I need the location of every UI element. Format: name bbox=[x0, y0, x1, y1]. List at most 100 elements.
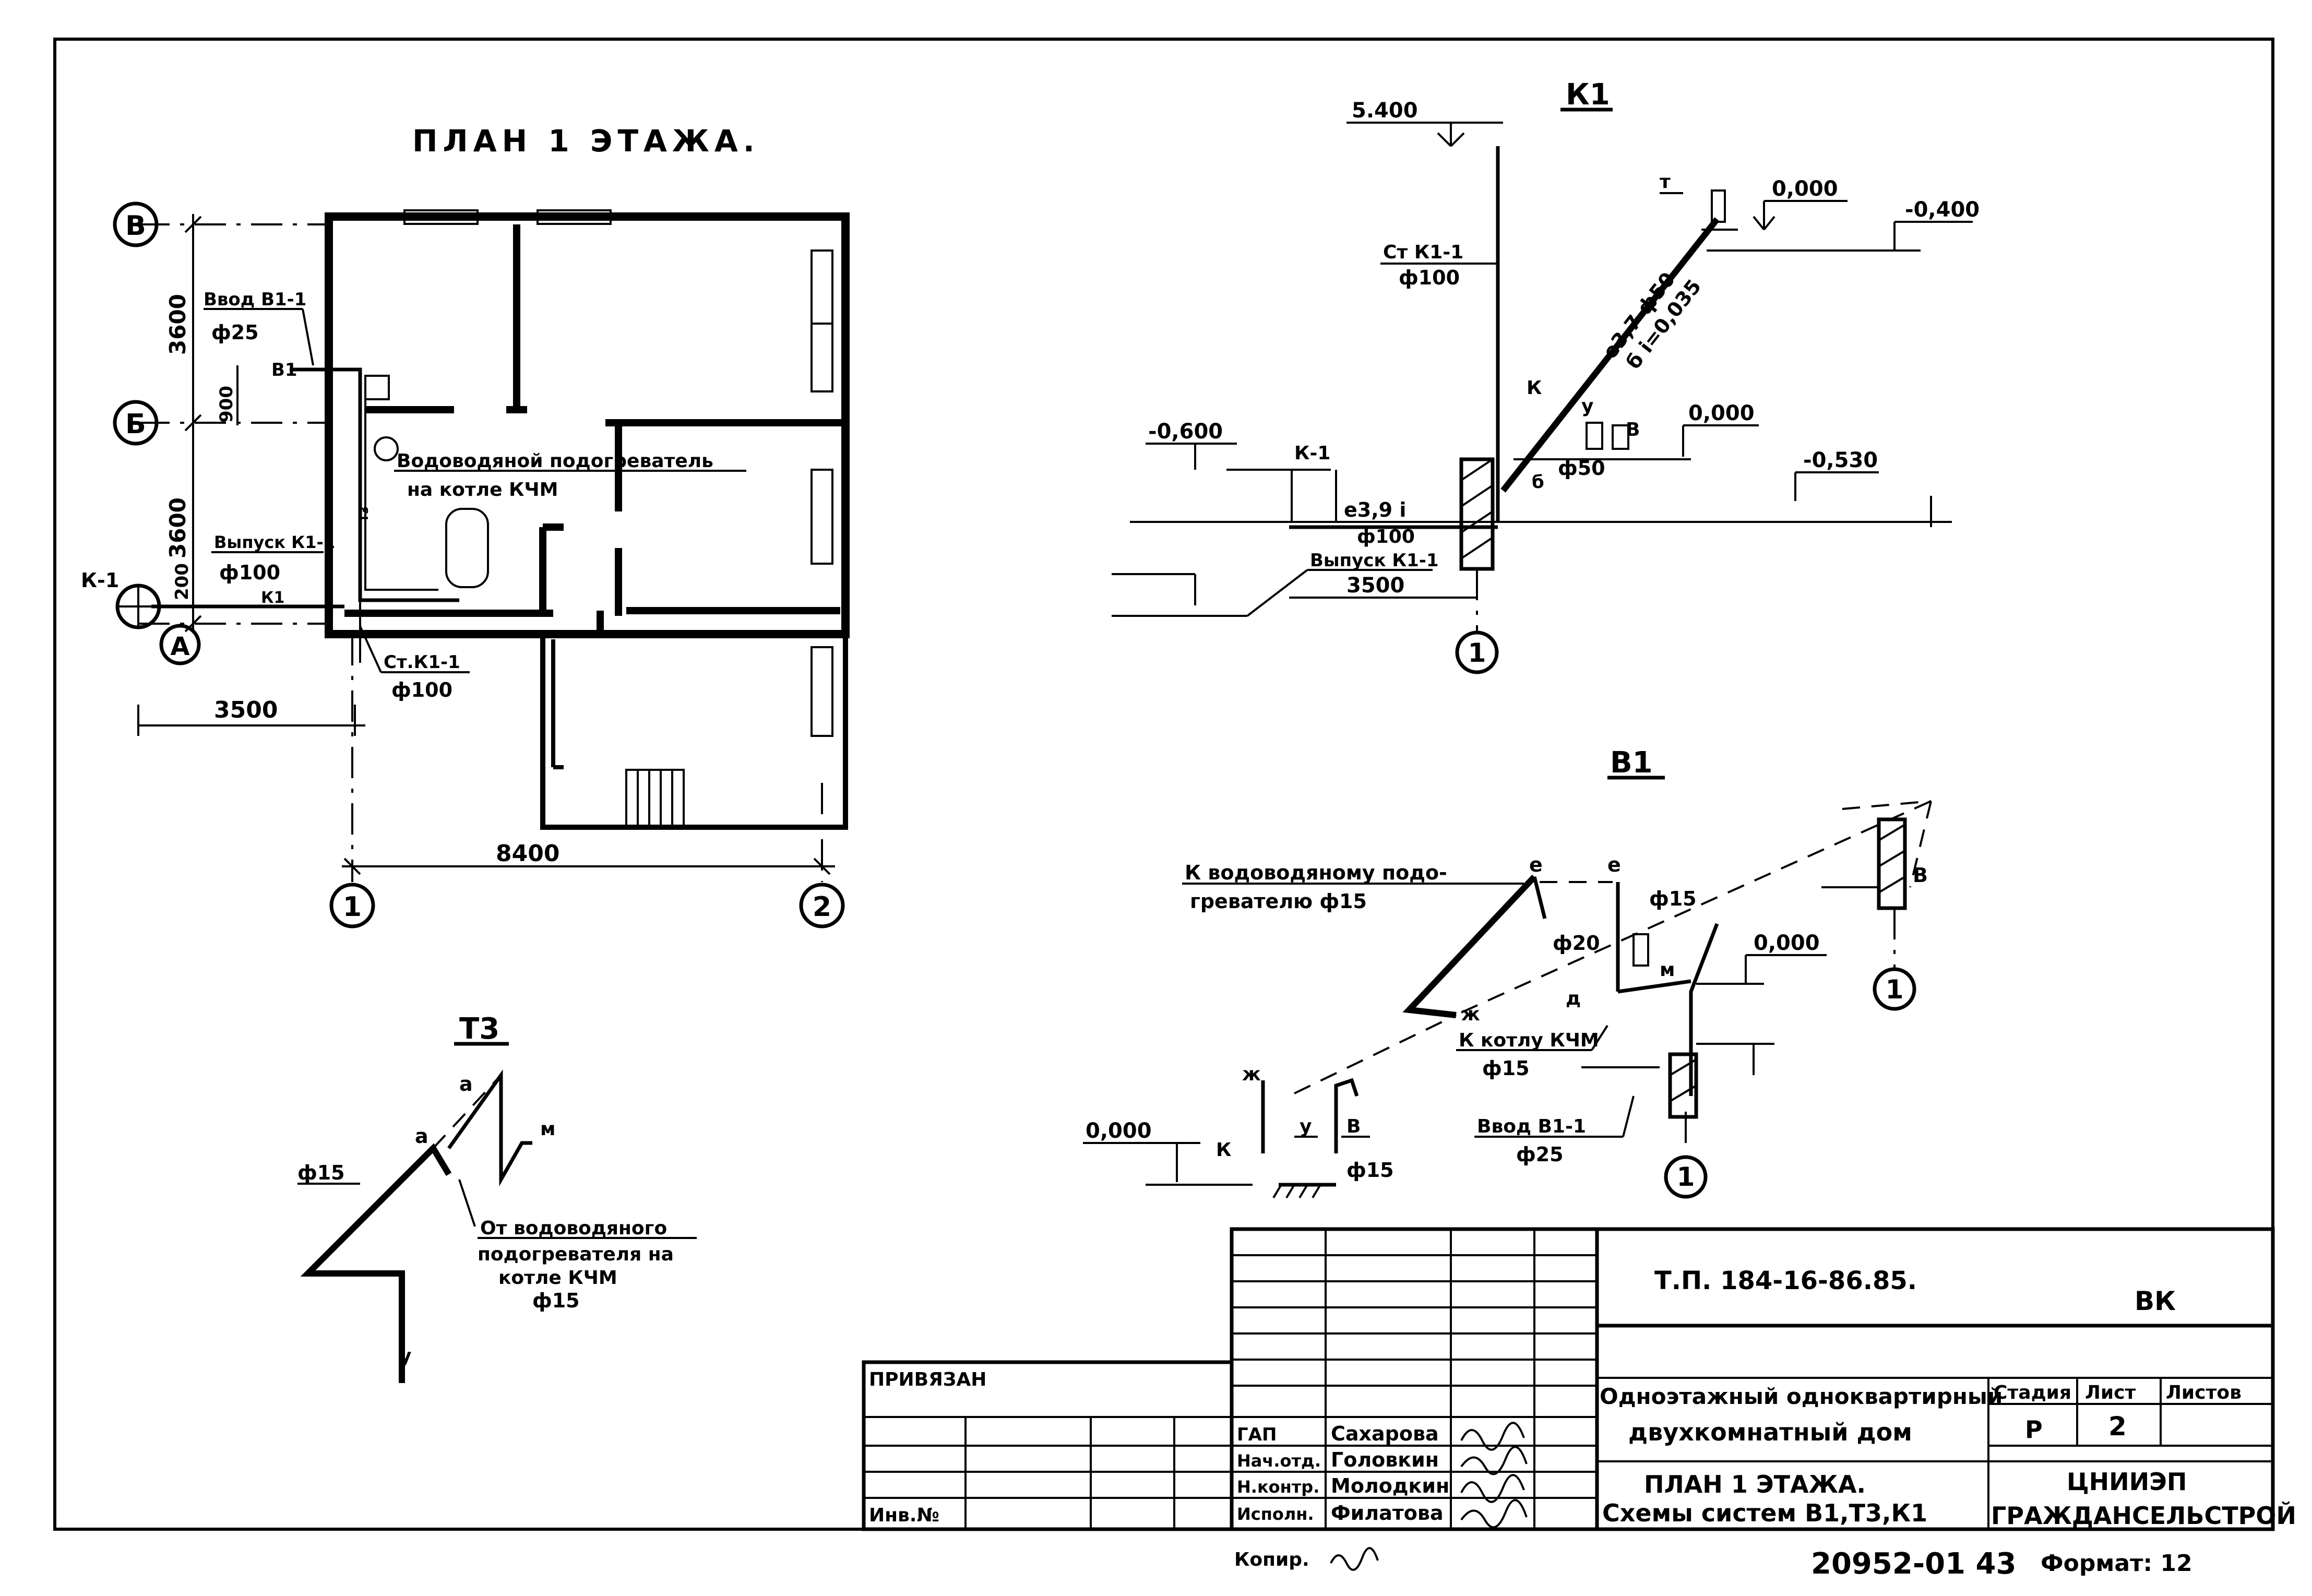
signature-0 bbox=[1460, 1422, 1525, 1451]
k1-label-b: б bbox=[1532, 472, 1544, 493]
t3-pipe bbox=[300, 1143, 452, 1383]
k1-title: К1 bbox=[1566, 78, 1610, 112]
b1-title: В1 bbox=[1610, 746, 1653, 780]
label-heater-2: на котле КЧМ bbox=[407, 479, 558, 501]
label-vvod-b1: Ввод В1-1 bbox=[204, 289, 306, 310]
b1-dia15-top: ф15 bbox=[1649, 887, 1697, 910]
stamp-sheet-title-2: Схемы систем В1,Т3,К1 bbox=[1602, 1499, 1927, 1527]
window-right-3 bbox=[811, 469, 833, 565]
k1-axis-label: 1 bbox=[1468, 638, 1486, 668]
stamp-footer-code: 20952-01 43 bbox=[1811, 1547, 2016, 1581]
stamp-org-1: ЦНИИЭП bbox=[2067, 1468, 2187, 1496]
t3-title: Т3 bbox=[459, 1012, 499, 1046]
t3-label-a1: а bbox=[415, 1125, 428, 1148]
k1-dim-3500: 3500 bbox=[1346, 574, 1404, 598]
axis-label-a: А bbox=[170, 632, 189, 661]
k1-label-u: у bbox=[1581, 396, 1593, 417]
signature-3 bbox=[1460, 1499, 1528, 1529]
dim-8400: 8400 bbox=[496, 840, 559, 867]
b1-dia15: ф15 bbox=[1482, 1057, 1530, 1080]
axis-label-v: В bbox=[125, 210, 146, 242]
plan-pipe-t3 bbox=[364, 386, 438, 591]
k1-elev-0530: -0,530 bbox=[1803, 448, 1878, 472]
t3-from-dia: ф15 bbox=[532, 1289, 580, 1312]
t3-label-m: м bbox=[540, 1118, 555, 1140]
plan-pipe-b1 bbox=[290, 367, 459, 602]
stamp-org-2: ГРАЖДАНСЕЛЬСТРОЙ bbox=[1991, 1502, 2296, 1530]
stamp-name-0: Сахарова bbox=[1331, 1422, 1439, 1445]
k1-well-label: К-1 bbox=[1294, 443, 1330, 464]
label-vypusk: Выпуск К1-1 bbox=[214, 532, 335, 552]
stamp-privyazan: ПРИВЯЗАН bbox=[869, 1369, 986, 1390]
axis-label-b: Б bbox=[125, 409, 146, 440]
t3-from-3: котле КЧМ bbox=[498, 1267, 617, 1289]
b1-label-u: у bbox=[1300, 1116, 1312, 1137]
k1-axis-marker bbox=[1455, 630, 1499, 674]
stamp-sheet-title-1: ПЛАН 1 ЭТАЖА. bbox=[1644, 1470, 1866, 1498]
k1-label-k: К bbox=[1527, 377, 1542, 399]
stamp-sheet: 2 bbox=[2108, 1411, 2127, 1442]
bathtub bbox=[445, 508, 489, 588]
axis-marker-2 bbox=[799, 883, 845, 928]
b1-axis-label-1: 1 bbox=[1677, 1162, 1695, 1192]
heater-boiler bbox=[364, 375, 390, 400]
t3-label-u: у bbox=[399, 1345, 411, 1367]
label-stoyak-dia: ф100 bbox=[391, 678, 452, 701]
floor-plan: ПЛАН 1 ЭТАЖА. bbox=[81, 123, 850, 928]
b1-label-zh1: ж bbox=[1461, 1004, 1480, 1025]
b1-to-heater-2: гревателю ф15 bbox=[1190, 890, 1367, 913]
b1-dashed-diagonal-2 bbox=[1294, 1014, 1457, 1094]
stamp-name-1: Головкин bbox=[1331, 1448, 1439, 1471]
b1-axis-label-2: 1 bbox=[1886, 974, 1904, 1005]
b1-label-e1: е bbox=[1529, 853, 1543, 876]
copy-signature bbox=[1330, 1547, 1379, 1571]
k1-elev-0000-top: 0,000 bbox=[1772, 177, 1838, 201]
axis-label-2: 2 bbox=[813, 891, 831, 923]
label-vvod-dia: ф25 bbox=[211, 321, 259, 344]
window-top-2 bbox=[537, 209, 612, 225]
stamp-role-3: Исполн. bbox=[1237, 1504, 1314, 1524]
label-t3-plan: Т3 bbox=[358, 506, 371, 522]
b1-label-d: д bbox=[1566, 988, 1581, 1009]
stamp-name-2: Молодкин bbox=[1331, 1474, 1449, 1497]
b1-dia20: ф20 bbox=[1553, 932, 1600, 955]
scheme-k1: К1 5.400 Ст К1-1 ф100 е3,7 ф50 б i=0,035… bbox=[1112, 78, 1980, 674]
b1-label-v-right: В bbox=[1913, 864, 1928, 887]
b1-to-boiler: К котлу КЧМ bbox=[1459, 1030, 1599, 1051]
t3-from-2: подогревателя на bbox=[478, 1244, 674, 1265]
k1-vypusk: Выпуск К1-1 bbox=[1310, 550, 1439, 571]
b1-label-v: В bbox=[1346, 1116, 1361, 1137]
b1-label-k: К bbox=[1216, 1139, 1231, 1161]
dim-3500: 3500 bbox=[214, 697, 278, 723]
sheet-frame bbox=[53, 38, 2274, 1531]
dim-900: 900 bbox=[216, 386, 237, 423]
b1-axis-marker-1 bbox=[1664, 1155, 1708, 1199]
b1-axis-marker-2 bbox=[1873, 967, 1916, 1011]
stamp-stage-label: Стадия bbox=[1994, 1382, 2071, 1403]
stamp-stage: Р bbox=[2025, 1415, 2043, 1444]
dim-3600-upper: 3600 bbox=[165, 294, 190, 355]
label-b1-pipe: В1 bbox=[271, 360, 297, 380]
stamp-doc-code: Т.П. 184-16-86.85. bbox=[1654, 1266, 1917, 1295]
stamp-sheets-label: Листов bbox=[2166, 1382, 2242, 1403]
t3-from-1: От водоводяного bbox=[480, 1218, 667, 1239]
axis-marker-1 bbox=[329, 883, 375, 928]
dim-200: 200 bbox=[172, 563, 193, 600]
label-k1-line: К1 bbox=[261, 589, 284, 607]
stamp-role-2: Н.контр. bbox=[1237, 1477, 1319, 1497]
k1-dia100: ф100 bbox=[1357, 526, 1415, 547]
stamp-role-0: ГАП bbox=[1237, 1424, 1277, 1445]
stamp-title-2: двухкомнатный дом bbox=[1628, 1418, 1912, 1446]
k1-dia50: ф50 bbox=[1558, 457, 1605, 480]
scheme-b1: В1 К водоводяному подо- гревателю ф15 е … bbox=[1083, 746, 1932, 1199]
stamp-role-1: Нач.отд. bbox=[1237, 1451, 1321, 1471]
b1-riser bbox=[1689, 923, 1719, 1096]
axis-marker-b bbox=[113, 400, 159, 446]
window-right-4 bbox=[811, 646, 833, 737]
k1-elev-5400: 5.400 bbox=[1352, 99, 1418, 123]
b1-dia15-bottom: ф15 bbox=[1346, 1159, 1394, 1182]
signature-1 bbox=[1460, 1446, 1528, 1475]
washbasin bbox=[374, 436, 399, 461]
label-k1-well: К-1 bbox=[81, 569, 119, 592]
